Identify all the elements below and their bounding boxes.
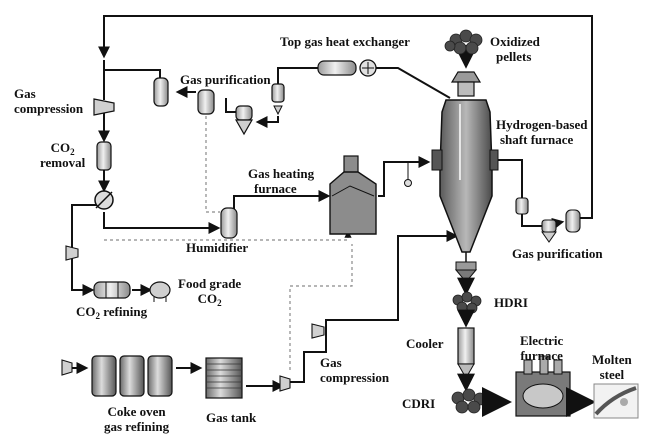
label-cdri: CDRI [402, 396, 436, 411]
co2-removal-valve [94, 190, 114, 210]
coke-inlet-compressor [61, 359, 73, 376]
co2-refining-vessel [93, 281, 131, 299]
label-gas-tank: Gas tank [206, 410, 257, 425]
co2-removal-vessel [96, 141, 112, 171]
hdri-hopper [454, 261, 478, 283]
gas-heating-furnace [329, 155, 377, 235]
label-gas-compression-bottom: Gas compression [320, 355, 390, 385]
label-gas-purification-right: Gas purification [512, 246, 603, 261]
right-purification-cone [541, 219, 557, 243]
label-molten-steel: Molten steel [592, 352, 632, 382]
label-oxidized-pellets: Oxidized pellets [490, 34, 540, 64]
gas-tank-icon [205, 357, 243, 399]
label-hdri: HDRI [494, 295, 528, 310]
purification-cone-vessel [234, 105, 254, 136]
label-food-grade-co2: Food grade CO2 [178, 276, 242, 308]
gas-compressor-bottom-2 [311, 323, 325, 339]
cdri-pellets-icon [451, 388, 487, 414]
right-purification-vessel [565, 209, 581, 233]
label-gas-compression-top: Gas compression [14, 86, 84, 116]
label-humidifier: Humidifier [186, 240, 249, 255]
hdri-pellets-icon [452, 291, 482, 314]
humidifier-vessel [220, 207, 238, 239]
pressure-gauge [404, 162, 412, 187]
label-hydrogen-shaft-furnace: Hydrogen-based shaft furnace [496, 117, 588, 147]
food-grade-co2-tank [149, 281, 171, 302]
label-gas-purification-top: Gas purification [180, 72, 271, 87]
cooler-vessel [457, 327, 475, 380]
purification-vessel-1 [153, 77, 169, 107]
label-coke-oven-gas-refining: Coke oven gas refining [104, 404, 170, 434]
label-cooler: Cooler [406, 336, 444, 351]
top-gas-heat-exchanger [317, 59, 377, 77]
label-gas-heating-furnace: Gas heating furnace [248, 166, 315, 196]
gas-compressor-bottom-1 [279, 375, 291, 392]
gas-compressor-top [93, 98, 115, 116]
right-purification-filter [515, 197, 529, 215]
electric-furnace-icon [515, 355, 571, 417]
label-co2-refining: CO2 refining [76, 304, 148, 321]
coke-oven-tanks [91, 355, 173, 397]
label-top-gas-heat-exchanger: Top gas heat exchanger [280, 34, 410, 49]
shaft-furnace [431, 71, 499, 253]
dotted-lines [104, 104, 353, 370]
label-electric-furnace: Electric furnace [520, 333, 564, 363]
label-co2-removal: CO2 removal [40, 140, 86, 170]
purification-vessel-2 [197, 89, 215, 115]
molten-steel-icon [593, 383, 639, 419]
co2-branch-compressor [65, 245, 79, 261]
purification-small-filter [271, 83, 285, 116]
oxidized-pellets-icon [444, 29, 483, 55]
